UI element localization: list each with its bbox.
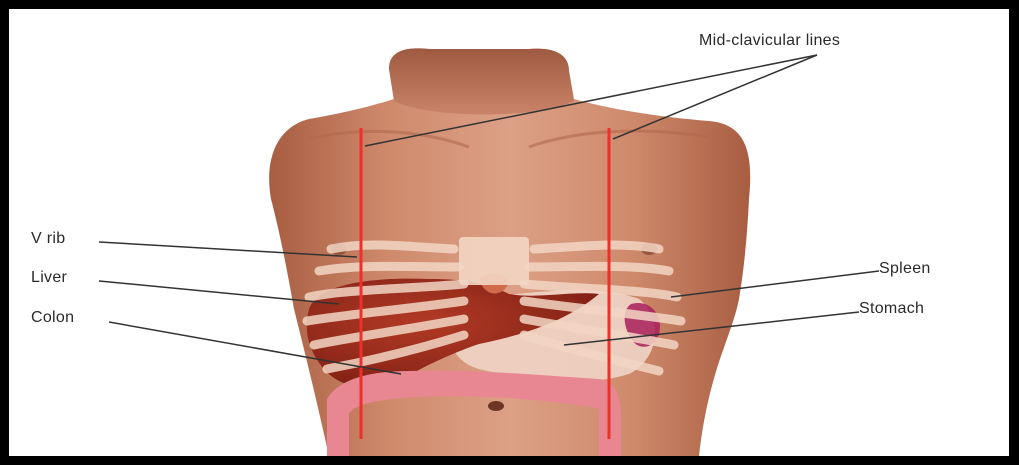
- liver-label: Liver: [31, 269, 67, 287]
- colon-label: Colon: [31, 309, 74, 327]
- spleen-label: Spleen: [879, 260, 931, 278]
- figure-frame: Mid-clavicular lines V rib Liver Colon S…: [9, 9, 1009, 456]
- stomach-label: Stomach: [859, 300, 924, 318]
- torso-anatomy-illustration: [9, 9, 1009, 456]
- v-rib-label: V rib: [31, 230, 65, 248]
- mid-clavicular-lines-label: Mid-clavicular lines: [699, 32, 840, 50]
